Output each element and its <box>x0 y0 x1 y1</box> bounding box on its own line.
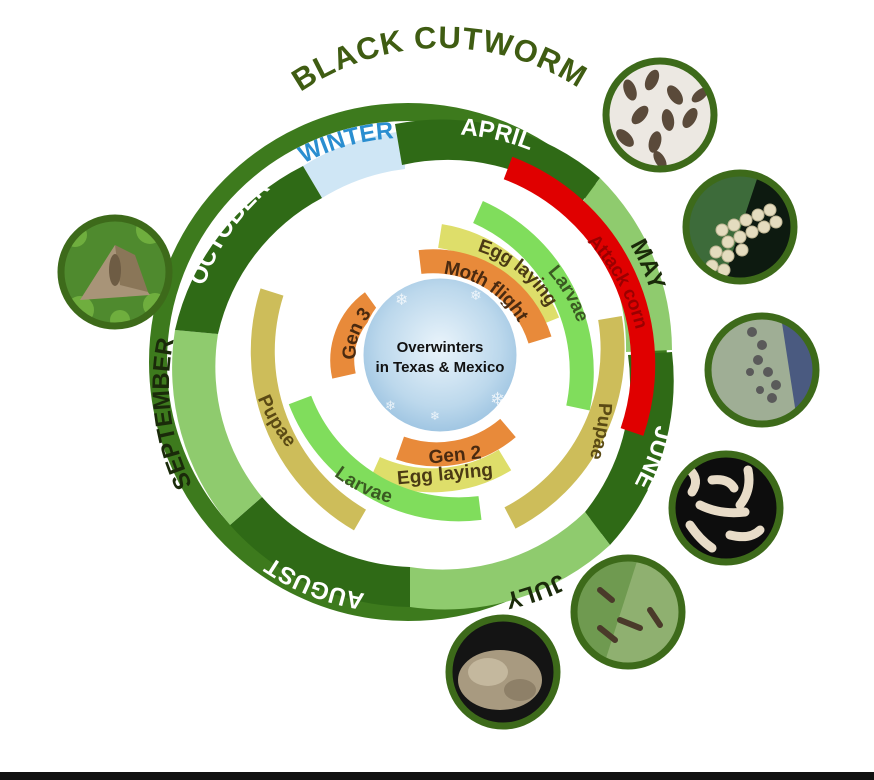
snowflake-icons: ❄ ❄ ❄ ❄ ❄ <box>385 288 505 423</box>
svg-text:❄: ❄ <box>490 389 505 410</box>
larvae-photo <box>668 450 784 566</box>
stage-arcs <box>250 156 656 531</box>
label-gen2: Gen 2 <box>428 442 483 468</box>
arc-egg-laying-gen2 <box>370 449 512 493</box>
arc-egg-laying-gen1 <box>437 224 560 327</box>
hatching-eggs-photo <box>704 312 820 428</box>
arc-gen3 <box>330 292 380 379</box>
center-winter-circle: ❄ ❄ ❄ ❄ ❄ Overwinters in Texas & Mexico <box>360 275 520 435</box>
bottom-border <box>0 772 874 780</box>
larvae-on-leaf-photo <box>570 554 686 670</box>
arc-attack-corn <box>503 156 656 436</box>
center-line-1: Overwinters <box>397 339 484 356</box>
svg-text:❄: ❄ <box>470 288 482 304</box>
arc-moth-flight <box>418 249 552 344</box>
diagram-title: BLACK CUTWORM <box>286 20 594 98</box>
svg-text:❄: ❄ <box>430 409 440 423</box>
arc-larvae-gen1 <box>472 201 594 411</box>
svg-text:❄: ❄ <box>395 290 408 309</box>
arc-larvae-gen2 <box>288 395 482 522</box>
segment-october <box>175 166 322 334</box>
arc-pupae-gen1 <box>504 316 625 529</box>
curled-larva-photo <box>445 614 561 730</box>
eggs-on-leaf-photo <box>682 169 798 285</box>
segment-september <box>172 330 262 525</box>
center-line-2: in Texas & Mexico <box>376 359 505 376</box>
segment-august <box>230 497 410 607</box>
segment-july <box>410 512 610 610</box>
moths-on-trap-photo <box>602 57 718 173</box>
arc-gen2 <box>396 418 516 467</box>
segment-winter <box>303 131 405 198</box>
arc-pupae-gen2 <box>250 288 367 531</box>
svg-text:❄: ❄ <box>385 399 396 414</box>
